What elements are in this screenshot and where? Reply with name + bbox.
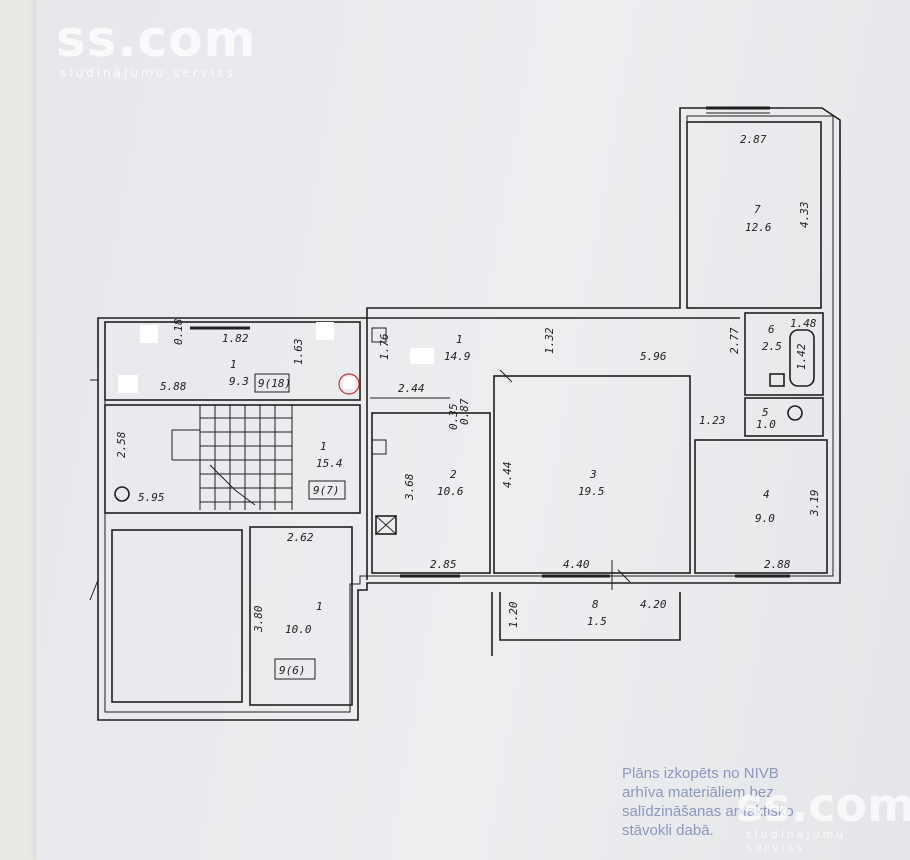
dim-1-48: 1.48: [790, 317, 817, 330]
room-4-number: 4: [763, 488, 770, 501]
archive-note: Plāns izkopēts no NIVB arhīva materiālie…: [622, 764, 862, 840]
dim-1-20: 1.20: [507, 601, 520, 628]
dim-5-96: 5.96: [640, 350, 667, 363]
watermark-logo: ss.com: [56, 10, 257, 68]
plan-sheet: 1 14.9 1 9.3 9(18) 1 15.4 9(7) 1 10.0 9(…: [36, 0, 910, 860]
room-2-outline: [371, 412, 491, 574]
dim-1-42: 1.42: [795, 343, 808, 370]
dim-2-77: 2.77: [728, 327, 741, 354]
room-6-number: 6: [768, 323, 775, 336]
note-line: stāvokli dabā.: [622, 822, 714, 839]
room-1-left-note: 9(18): [258, 377, 291, 390]
note-line: salīdzināšanas ar faktisko: [622, 803, 794, 820]
room-1-bottom-note: 9(6): [279, 664, 306, 677]
room-7-area: 12.6: [745, 221, 772, 234]
dim-1-82: 1.82: [222, 332, 249, 345]
dim-4-40: 4.40: [563, 558, 590, 571]
room-left-outline: [104, 321, 361, 401]
dim-4-33: 4.33: [798, 202, 811, 229]
room-3-area: 19.5: [578, 485, 605, 498]
room-8-number: 8: [592, 598, 599, 611]
dim-1-63: 1.63: [292, 339, 305, 366]
room-1-stairs-number: 1: [320, 440, 327, 453]
room-1-left-number: 1: [230, 358, 237, 371]
room-6-area: 2.5: [762, 340, 782, 353]
room-bottom-outline: [249, 526, 353, 706]
room-2-number: 2: [450, 468, 457, 481]
room-1-stairs-note: 9(7): [313, 484, 340, 497]
room-bottom-left-outline: [111, 529, 243, 703]
room-3-outline: [493, 375, 691, 574]
dim-2-85: 2.85: [430, 558, 457, 571]
room-1-bottom-area: 10.0: [285, 623, 312, 636]
watermark-tagline: sludinājumu serviss: [60, 66, 236, 80]
room-5-outline: [744, 397, 824, 437]
room-3-number: 3: [589, 468, 597, 481]
dim-2-62: 2.62: [287, 531, 314, 544]
room-1-stairs-area: 15.4: [316, 457, 343, 470]
dim-2-58: 2.58: [115, 431, 128, 458]
dim-3-80: 3.80: [252, 605, 265, 633]
watermark-logo-bottom: ss.com: [736, 778, 910, 832]
exterior-wall: [97, 107, 841, 721]
bathtub-icon: [789, 329, 815, 387]
dim-1-23: 1.23: [699, 414, 726, 427]
sink-icon: [769, 373, 785, 387]
marker-circle: [338, 373, 360, 395]
dim-4-20: 4.20: [640, 598, 667, 611]
room-4-area: 9.0: [755, 512, 775, 525]
dim-5-88: 5.88: [160, 380, 187, 393]
room-6-outline: [744, 312, 824, 396]
dim-4-44: 4.44: [501, 462, 514, 489]
toilet-icon: [787, 405, 803, 421]
stair-column-icon: [114, 486, 130, 502]
dim-1-32: 1.32: [543, 327, 556, 354]
room-5-area: 1.0: [756, 418, 776, 431]
watermark-tagline-bottom: sludinājumu serviss: [746, 828, 847, 854]
room-1-top-area: 14.9: [444, 350, 471, 363]
room-1-top-number: 1: [456, 333, 463, 346]
dim-2-87: 2.87: [740, 133, 767, 146]
room-8-area: 1.5: [587, 615, 607, 628]
floor-plan: 1 14.9 1 9.3 9(18) 1 15.4 9(7) 1 10.0 9(…: [89, 106, 841, 721]
stairs: [171, 405, 293, 510]
room-7-outline: [686, 121, 822, 309]
dim-1-76: 1.76: [378, 333, 391, 360]
dim-3-19: 3.19: [808, 490, 821, 518]
stair-hall-outline: [104, 404, 361, 514]
dim-0-35: 0.35: [447, 404, 460, 431]
dim-5-95: 5.95: [138, 491, 165, 504]
room-5-number: 5: [762, 406, 769, 419]
dim-2-88: 2.88: [764, 558, 791, 571]
room-2-area: 10.6: [437, 485, 464, 498]
dim-3-68: 3.68: [403, 473, 416, 501]
vent-icon: [375, 515, 397, 535]
room-1-left-area: 9.3: [229, 375, 249, 388]
balcony-8-outline: [491, 592, 681, 656]
dim-0-87: 0.87: [458, 398, 471, 425]
note-line: Plāns izkopēts no NIVB: [622, 765, 779, 782]
exterior-wall-inner: [104, 115, 834, 713]
room-7-number: 7: [754, 203, 761, 216]
dim-0-18: 0.18: [172, 318, 185, 345]
room-4-outline: [694, 439, 828, 574]
note-line: arhīva materiāliem bez: [622, 784, 774, 801]
room-1-bottom-number: 1: [316, 600, 323, 613]
dim-2-44: 2.44: [398, 382, 425, 395]
